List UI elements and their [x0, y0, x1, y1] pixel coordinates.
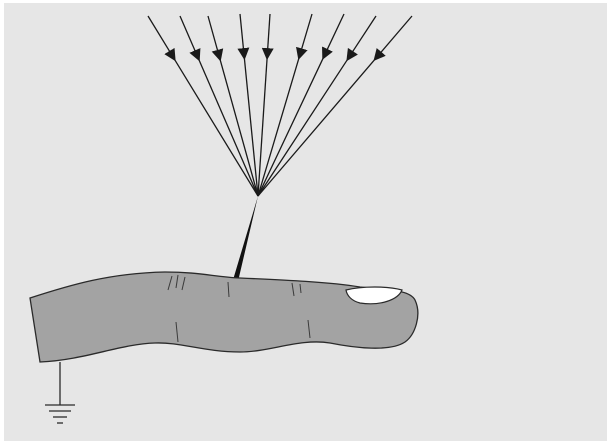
finger-shape — [30, 272, 418, 362]
field-lines — [148, 14, 412, 196]
field-line-arrow — [323, 14, 344, 58]
field-line — [258, 58, 299, 196]
field-line-arrow — [348, 16, 376, 59]
field-line-arrow — [240, 14, 244, 58]
field-line — [174, 59, 258, 196]
field-line — [220, 59, 258, 196]
needle — [230, 196, 258, 290]
field-line — [244, 58, 258, 196]
ground-symbol — [45, 362, 75, 423]
field-line-arrow — [267, 14, 270, 58]
field-line-arrow — [208, 16, 220, 59]
field-line — [258, 58, 267, 196]
field-line-arrow — [180, 16, 199, 59]
field-line-arrow — [148, 16, 174, 59]
field-line — [199, 59, 258, 196]
field-line — [258, 59, 348, 196]
field-line — [258, 58, 323, 196]
field-line — [258, 59, 375, 196]
field-line-arrow — [375, 16, 412, 59]
field-line-arrow — [299, 14, 312, 58]
